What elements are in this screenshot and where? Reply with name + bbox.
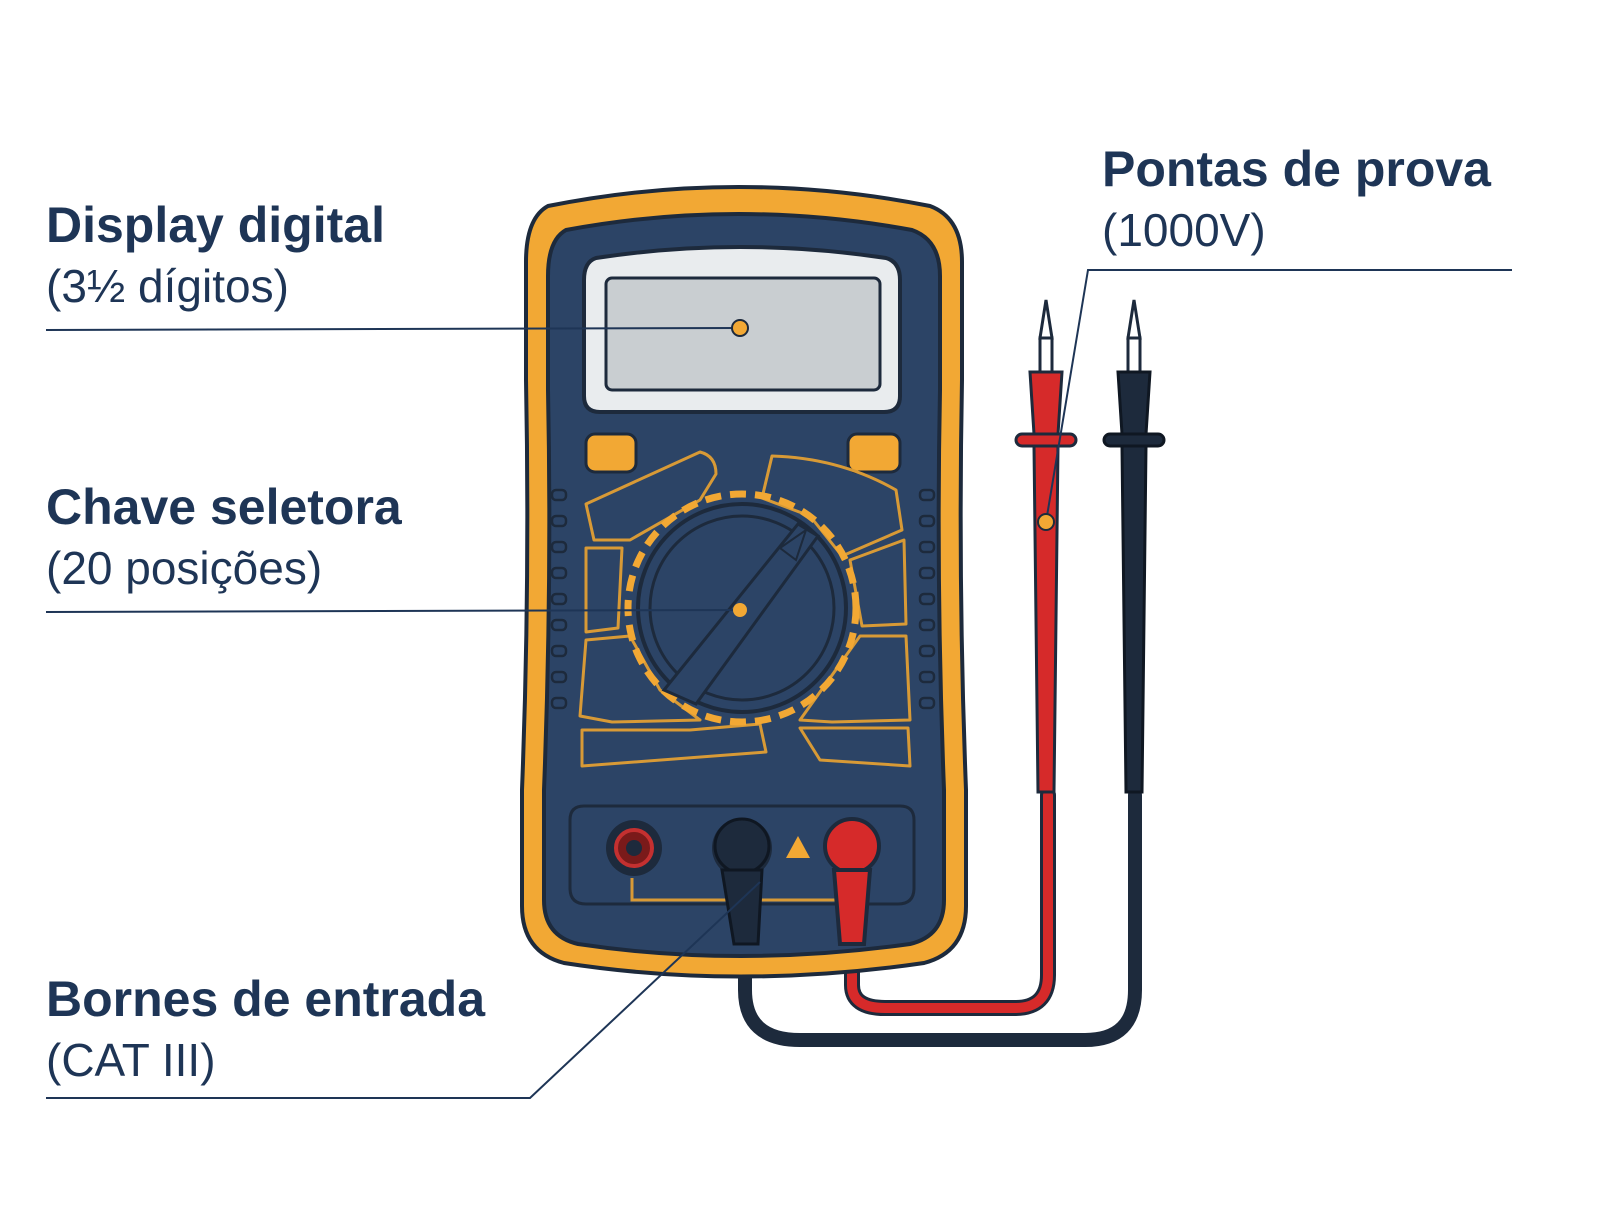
terminals-leader-line xyxy=(46,881,761,1099)
input-terminals-label-subtitle: (CAT III) xyxy=(46,1033,216,1086)
switch-leader-line xyxy=(45,609,741,613)
red-input-jack xyxy=(606,820,662,876)
probes-leader-line xyxy=(1045,269,1512,523)
selector-switch-label-title: Chave seletora xyxy=(46,479,402,535)
red-test-probe xyxy=(1014,299,1078,794)
warning-icon xyxy=(786,836,810,858)
probes-marker-dot xyxy=(1037,513,1055,531)
black-probe-cable xyxy=(738,788,1142,1047)
display-label: Display digital (3½ dígitos) xyxy=(46,194,385,316)
leader-lines xyxy=(45,269,1512,1099)
test-probes-label: Pontas de prova (1000V) xyxy=(1102,138,1491,260)
display-leader-line xyxy=(45,327,741,331)
input-terminals-label: Bornes de entrada (CAT III) xyxy=(46,968,485,1090)
left-function-button xyxy=(584,432,638,474)
black-test-probe xyxy=(1102,299,1166,794)
test-probes-label-subtitle: (1000V) xyxy=(1102,203,1266,256)
red-probe-plug xyxy=(823,817,881,946)
display-marker-dot xyxy=(731,319,749,337)
display-label-title: Display digital xyxy=(46,197,385,253)
side-grips xyxy=(550,488,936,710)
test-probes-label-title: Pontas de prova xyxy=(1102,141,1491,197)
switch-marker-dot xyxy=(733,603,747,617)
selector-switch-label: Chave seletora (20 posições) xyxy=(46,476,402,598)
right-function-button xyxy=(846,432,902,474)
input-terminals-label-title: Bornes de entrada xyxy=(46,971,486,1027)
display-label-subtitle: (3½ dígitos) xyxy=(46,259,289,312)
selector-switch-label-subtitle: (20 posições) xyxy=(46,541,323,594)
